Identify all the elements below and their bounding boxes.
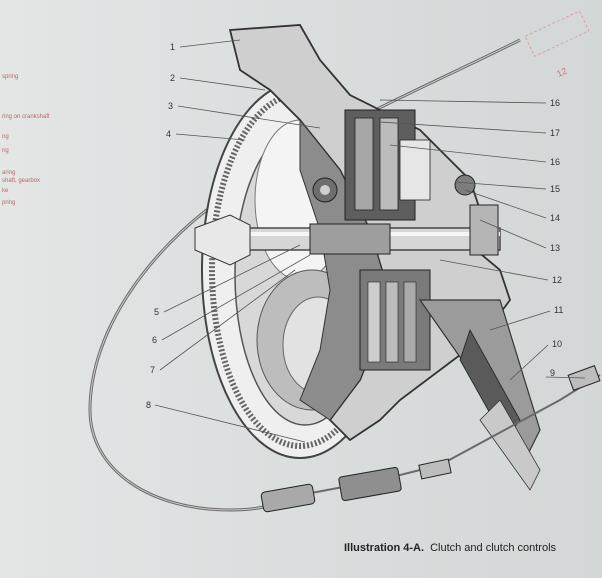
callout-8: 8: [146, 400, 151, 410]
callout-14: 14: [550, 213, 560, 223]
stamp-number: 12: [555, 66, 568, 79]
callout-11: 11: [554, 305, 563, 315]
callouts: 1 2 3 4 5 6 7 8 9 10 11 12 13 14 15 16 1…: [146, 42, 563, 410]
margin-notes: spring ring on crankshaft ng ng shaft, g…: [2, 74, 50, 206]
margin-note: ke: [2, 188, 9, 194]
margin-note: aring: [2, 170, 15, 176]
callout-1: 1: [170, 42, 175, 52]
callout-9: 9: [550, 368, 555, 378]
figure-caption: Illustration 4-A. Clutch and clutch contr…: [344, 542, 556, 554]
callout-2: 2: [170, 73, 175, 83]
callout-16b: 16: [550, 98, 560, 108]
callout-12: 12: [552, 275, 562, 285]
callout-3: 3: [168, 101, 173, 111]
callout-13: 13: [550, 243, 560, 253]
margin-note: ring on crankshaft: [2, 114, 50, 120]
callout-10: 10: [552, 339, 562, 349]
margin-note: spring: [2, 74, 18, 80]
callout-15: 15: [550, 184, 560, 194]
margin-note: pring: [2, 200, 15, 206]
page-stamp: 12: [524, 10, 590, 79]
callout-5: 5: [154, 307, 159, 317]
caption-label: Illustration 4-A.: [344, 542, 425, 554]
callout-17: 17: [550, 128, 560, 138]
caption-title: Clutch and clutch controls: [430, 542, 557, 554]
callout-16: 16: [550, 157, 560, 167]
margin-note: ng: [2, 134, 9, 140]
leader-lines: [154, 39, 586, 443]
main-shaft: [194, 174, 501, 266]
callout-4: 4: [166, 129, 171, 139]
callout-6: 6: [152, 335, 157, 345]
margin-note: shaft, gearbox: [2, 178, 40, 184]
callout-7: 7: [150, 365, 155, 375]
margin-note: ng: [2, 148, 9, 154]
